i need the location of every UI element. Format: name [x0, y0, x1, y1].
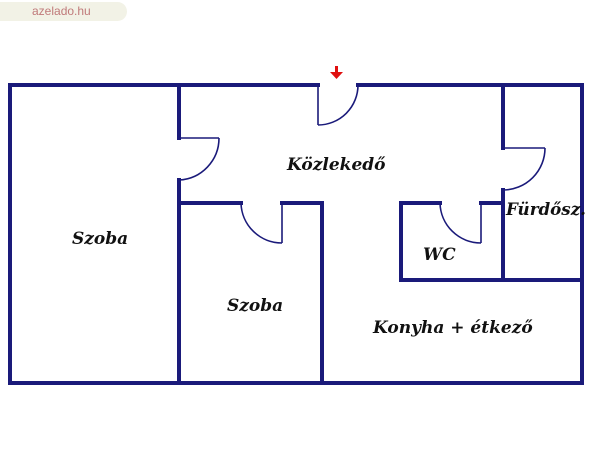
room-label-kitchen: Konyha + étkező: [372, 318, 533, 338]
wc-door: [439, 202, 482, 244]
center-room-door: [240, 202, 283, 244]
bathroom-door: [502, 147, 546, 191]
entrance-door: [317, 84, 359, 126]
room-label-wc: WC: [423, 245, 456, 265]
walls: [8, 83, 584, 385]
arrow-down-icon: [330, 66, 343, 79]
room-label-corridor: Közlekedő: [286, 155, 386, 175]
room-label-bathroom: Fürdősz.: [505, 200, 586, 220]
doors: [178, 84, 546, 244]
room-label-center: Szoba: [227, 296, 283, 316]
left-room-door: [178, 137, 220, 181]
room-label-left: Szoba: [72, 229, 128, 249]
watermark: azelado.hu: [0, 2, 127, 21]
